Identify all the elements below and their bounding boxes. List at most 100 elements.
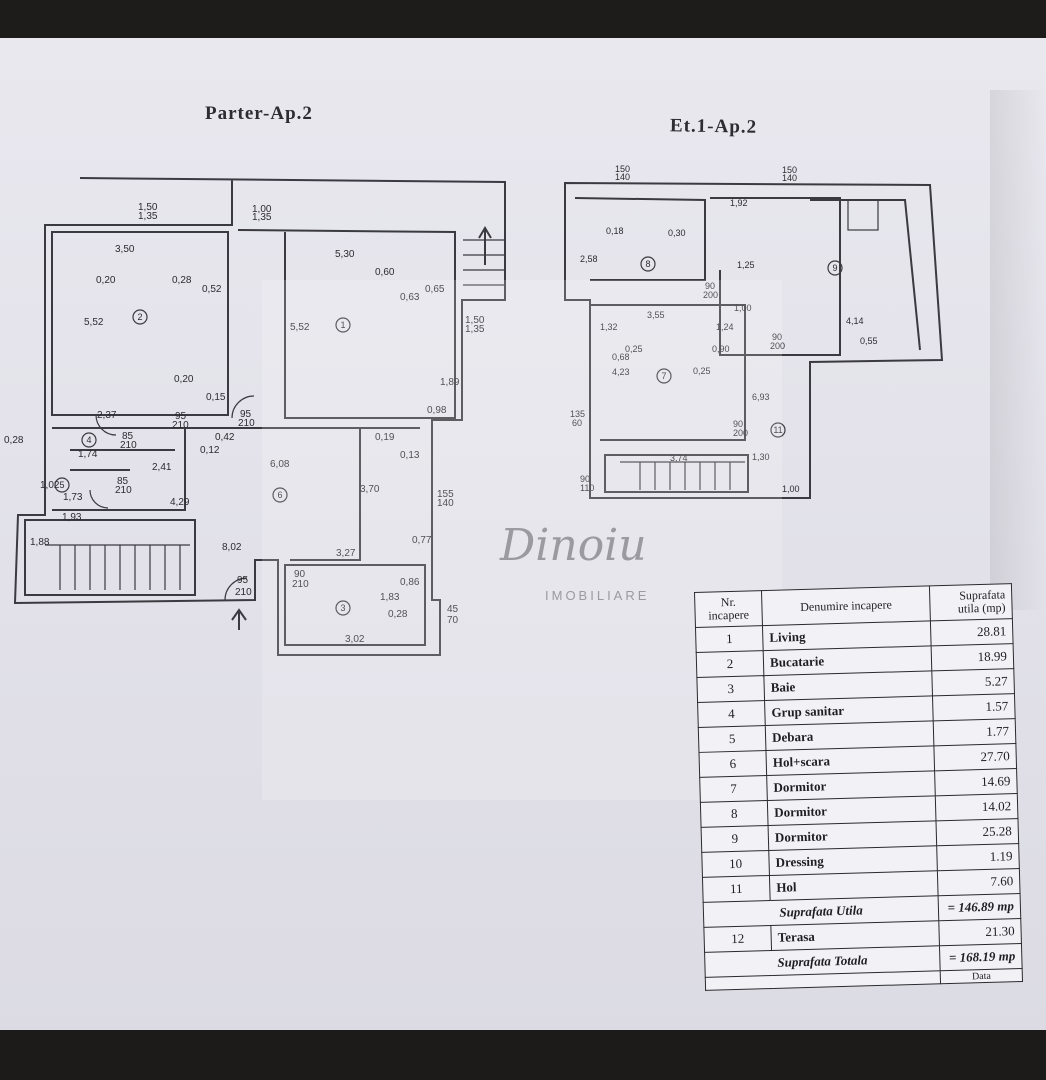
footer-date: Data [940, 968, 1023, 984]
dim-label: 0,30 [668, 228, 686, 238]
dim-label: 1,32 [600, 322, 618, 332]
dim-label: 1,92 [730, 198, 748, 208]
ground-floor-inner-walls [24, 229, 456, 646]
dim-label: 0,55 [860, 336, 878, 346]
dim-label: 200 [733, 428, 748, 438]
first-floor-outline [564, 181, 944, 499]
room-area-table: Nr. incapere Denumire incapere Suprafata… [694, 583, 1024, 991]
cell-area: 1.19 [936, 843, 1020, 871]
cell-nr: 5 [698, 725, 767, 753]
dim-label: 3,55 [647, 310, 665, 320]
first-stairs [620, 461, 745, 490]
cell-area: 27.70 [934, 743, 1017, 771]
dim-label: 90 [705, 281, 715, 291]
dim-label: 1,00 [734, 303, 752, 313]
dim-label: 3,50 [115, 244, 135, 255]
room-4-marker [81, 432, 97, 448]
dim-label: 0,20 [96, 275, 116, 286]
cell-area: 7.60 [937, 868, 1021, 896]
dim-label: 0,28 [388, 609, 408, 620]
dim-label: 1,35 [252, 212, 272, 223]
dim-label: 1,02 [40, 480, 60, 491]
room-11-number: 11 [773, 425, 782, 435]
dim-label: 5,52 [84, 317, 104, 328]
cell-nr: 9 [701, 825, 769, 853]
dim-label: 3,27 [336, 548, 356, 559]
ground-floor-outline [13, 177, 506, 656]
dim-label: 0,15 [206, 392, 226, 403]
dim-label: 1,88 [30, 537, 50, 548]
dim-label: 3,02 [345, 634, 365, 645]
dim-label: 4,29 [170, 497, 190, 508]
ground-stairs [45, 544, 190, 590]
dim-label: 85 [117, 476, 129, 487]
dim-label: 210 [172, 420, 189, 431]
dim-label: 45 [447, 604, 459, 615]
room-6-marker [272, 487, 288, 503]
dim-label: 0,19 [375, 432, 395, 443]
dim-label: 140 [782, 173, 797, 183]
dim-label: 1,73 [63, 492, 83, 503]
room-2-number: 2 [137, 312, 142, 322]
cell-nr: 1 [695, 625, 764, 653]
cell-area: 28.81 [930, 618, 1014, 646]
dim-label: 210 [238, 418, 255, 429]
dim-label: 95 [240, 409, 252, 420]
room-7-marker [656, 368, 672, 384]
room-4-number: 4 [86, 435, 91, 445]
room-7-number: 7 [661, 371, 666, 381]
room-2-marker [132, 309, 148, 325]
dim-label: 0,52 [202, 284, 222, 295]
room-3-number: 3 [340, 603, 345, 613]
dim-label: 210 [235, 587, 252, 598]
room-8-marker [640, 256, 656, 272]
cell-area: 14.69 [934, 768, 1018, 796]
first-wardrobe [847, 199, 879, 231]
header-nr: Nr. incapere [694, 590, 763, 628]
dim-label: 0,63 [400, 292, 420, 303]
dim-label: 135 [570, 409, 585, 419]
dim-label: 210 [292, 579, 309, 590]
entrance-arrow-icon [231, 608, 247, 630]
cell-area: 5.27 [931, 668, 1015, 696]
dim-label: 0,28 [172, 275, 192, 286]
room-6-number: 6 [277, 490, 282, 500]
dim-label: 90 [772, 332, 782, 342]
dim-label: 2,41 [152, 462, 172, 473]
dim-label: 1,89 [440, 377, 460, 388]
watermark-overlay [262, 280, 782, 800]
dim-label: 0,12 [200, 445, 220, 456]
dim-label: 1,24 [716, 322, 734, 332]
dim-label: 0,68 [612, 352, 630, 362]
dim-label: 0,13 [400, 450, 420, 461]
cell-nr: 2 [696, 650, 764, 678]
ground-floor-title: Parter-Ap.2 [205, 103, 313, 124]
room-5-number: 5 [59, 480, 64, 490]
header-area: Suprafata utila (mp) [929, 583, 1013, 621]
paper-fold-shadow [990, 90, 1046, 610]
door-arcs [89, 395, 255, 601]
photo-background-bottom [0, 1030, 1046, 1080]
dim-label: 210 [115, 485, 132, 496]
dim-label: 85 [122, 431, 134, 442]
dim-label: 90 [294, 569, 306, 580]
dim-label: 0,60 [375, 267, 395, 278]
room-1-number: 1 [340, 320, 345, 330]
header-name: Denumire incapere [761, 585, 931, 626]
dim-label: 4,23 [612, 367, 630, 377]
room-3-marker [335, 600, 351, 616]
dim-label: 0,86 [400, 577, 420, 588]
room-5-marker [54, 477, 70, 493]
watermark-logo: Dinoiu [500, 520, 647, 571]
dim-label: 1,25 [737, 260, 755, 270]
dim-label: 140 [615, 172, 630, 182]
dim-label: 8,02 [222, 542, 242, 553]
dim-label: 0,98 [427, 405, 447, 416]
cell-nr: 4 [697, 700, 766, 728]
dim-label: 0,18 [606, 226, 624, 236]
dim-label: 5,52 [290, 322, 310, 333]
dim-label: 1,35 [465, 324, 485, 335]
room-11-marker [770, 422, 786, 438]
dim-label: 0,65 [425, 284, 445, 295]
